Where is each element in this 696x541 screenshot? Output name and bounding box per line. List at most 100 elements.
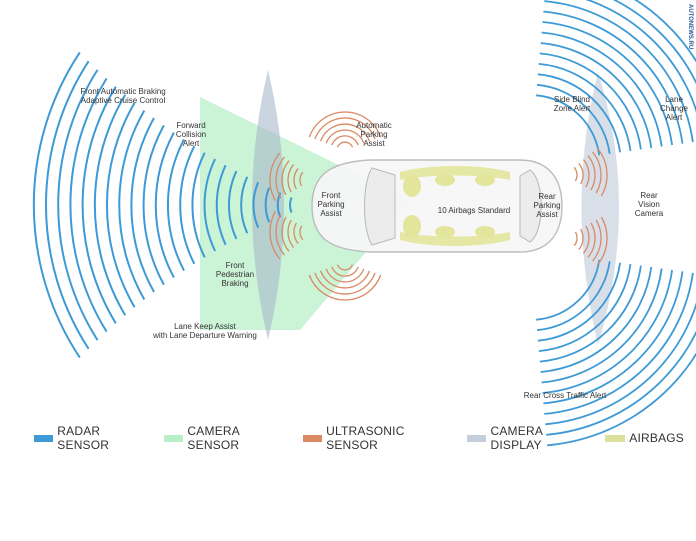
rear-upper-radar-arc (537, 73, 621, 153)
bottom-ultrasonic-arc (325, 268, 365, 283)
front-radar-arc (289, 197, 293, 213)
windshield (364, 167, 396, 246)
label-pedestrian-braking-line: Front (226, 261, 245, 270)
label-lane-change-line: Alert (666, 113, 683, 122)
rear-lower-radar-arc (540, 266, 653, 373)
airbag-curtain-bottom (400, 232, 510, 246)
front-bottom-ultrasonic-arc (269, 210, 281, 260)
label-lane-change-line: Lane (665, 95, 683, 104)
label-pedestrian-braking-line: Pedestrian (216, 270, 254, 279)
label-lane-keep-line: with Lane Departure Warning (152, 331, 257, 340)
rear-bottom-ultrasonic-arc (587, 222, 596, 258)
label-forward-collision-line: Collision (176, 130, 206, 139)
rear-lower-radar-arc (539, 265, 642, 363)
camera-sensor-cone (200, 97, 410, 330)
top-ultrasonic-arc (336, 141, 354, 148)
front-bottom-ultrasonic-arc (281, 216, 290, 252)
camera-sensor-zone (200, 97, 410, 330)
airbag-passenger (403, 215, 421, 237)
front-radar-arc (118, 110, 146, 300)
airbag-side-front-bottom (435, 226, 455, 238)
rear-upper-radar-arc (540, 42, 653, 149)
rear-upper-radar-arc (541, 31, 663, 147)
front-top-ultrasonic-arc (275, 156, 285, 199)
label-pedestrian-braking-line: Braking (221, 279, 248, 288)
airbag-curtain-top (400, 166, 510, 180)
label-automatic-parking-line: Automatic (356, 121, 392, 130)
legend-swatch (467, 434, 487, 442)
rear-bottom-ultrasonic-arc (582, 225, 590, 254)
label-front-parking-line: Parking (317, 200, 344, 209)
rear-lower-radar-arc (536, 259, 601, 321)
legend-label: CAMERA SENSOR (187, 424, 240, 452)
front-camera-display (252, 70, 284, 340)
label-rear-vision-line: Vision (638, 200, 660, 209)
rear-lower-radar-arc (538, 263, 632, 352)
airbag-side-rear-bottom (475, 226, 495, 238)
rear-lower-radar-arc (544, 272, 694, 415)
front-bottom-ultrasonic-arc (287, 219, 295, 248)
label-rear-cross-traffic: Rear Cross Traffic Alert (524, 391, 607, 400)
camera-display-zones (252, 70, 619, 345)
rear-bottom-ultrasonic-arc (596, 216, 608, 266)
label-automatic-parking-line: Parking (360, 130, 387, 139)
top-ultrasonic-arc (308, 111, 382, 138)
legend-item: AIRBAGS (605, 431, 684, 445)
rear-lower-radar-arc (537, 262, 621, 342)
legend-swatch (164, 434, 184, 442)
front-bottom-ultrasonic-arc (275, 213, 285, 256)
rear-top-ultrasonic-arc (596, 147, 608, 197)
label-rear-cross-traffic-line: Rear Cross Traffic Alert (524, 391, 607, 400)
legend-label: AIRBAGS (629, 431, 685, 445)
rear-top-ultrasonic-arc (587, 155, 596, 191)
rear-top-ultrasonic-arc (592, 151, 602, 194)
label-side-blind-zone-line: Side Blind (554, 95, 590, 104)
legend-label: ULTRASONIC SENSOR (326, 424, 405, 452)
label-rear-parking-line: Assist (536, 210, 558, 219)
rear-upper-radar-arc (539, 52, 642, 150)
rear-top-ultrasonic-arc (582, 159, 590, 188)
label-airbags: 10 Airbags Standard (438, 206, 511, 215)
rear-upper-radar-arc (536, 83, 611, 154)
rear-bottom-ultrasonic-arc (592, 219, 602, 262)
front-bottom-ultrasonic-arc (293, 222, 299, 245)
label-front-parking-line: Assist (320, 209, 342, 218)
front-top-ultrasonic-arc (299, 171, 304, 187)
front-radar-arc (179, 145, 196, 265)
top-ultrasonic-arc (319, 123, 371, 142)
label-lane-keep-line: Lane Keep Assist (174, 322, 237, 331)
label-forward-collision-line: Forward (176, 121, 205, 130)
front-radar-arc (154, 132, 175, 278)
label-rear-parking-line: Rear (538, 192, 556, 201)
airbag-driver (403, 175, 421, 197)
bottom-ultrasonic-arc (314, 272, 376, 295)
label-forward-collision-line: Alert (183, 139, 200, 148)
front-radar-arc (203, 158, 216, 252)
front-radar-arc (130, 117, 155, 293)
legend-swatch (34, 434, 54, 442)
bottom-ultrasonic-arc (336, 264, 354, 271)
rear-upper-radar-arc (612, 0, 696, 85)
rear-window (519, 169, 542, 243)
front-radar-arc (45, 60, 90, 350)
bottom-ultrasonic-arc (331, 266, 359, 277)
airbag-side-rear-top (475, 174, 495, 186)
front-radar-arc (93, 94, 127, 316)
front-radar-arc (215, 164, 227, 246)
legend-item: RADAR SENSOR (34, 424, 152, 452)
rear-upper-radar-arc (536, 94, 601, 156)
rear-lower-radar-arc (547, 352, 696, 447)
front-radar-arc (264, 187, 271, 223)
front-radar-arc (227, 170, 238, 240)
front-radar-arc (32, 51, 81, 359)
rear-lower-radar-arc (546, 330, 696, 436)
